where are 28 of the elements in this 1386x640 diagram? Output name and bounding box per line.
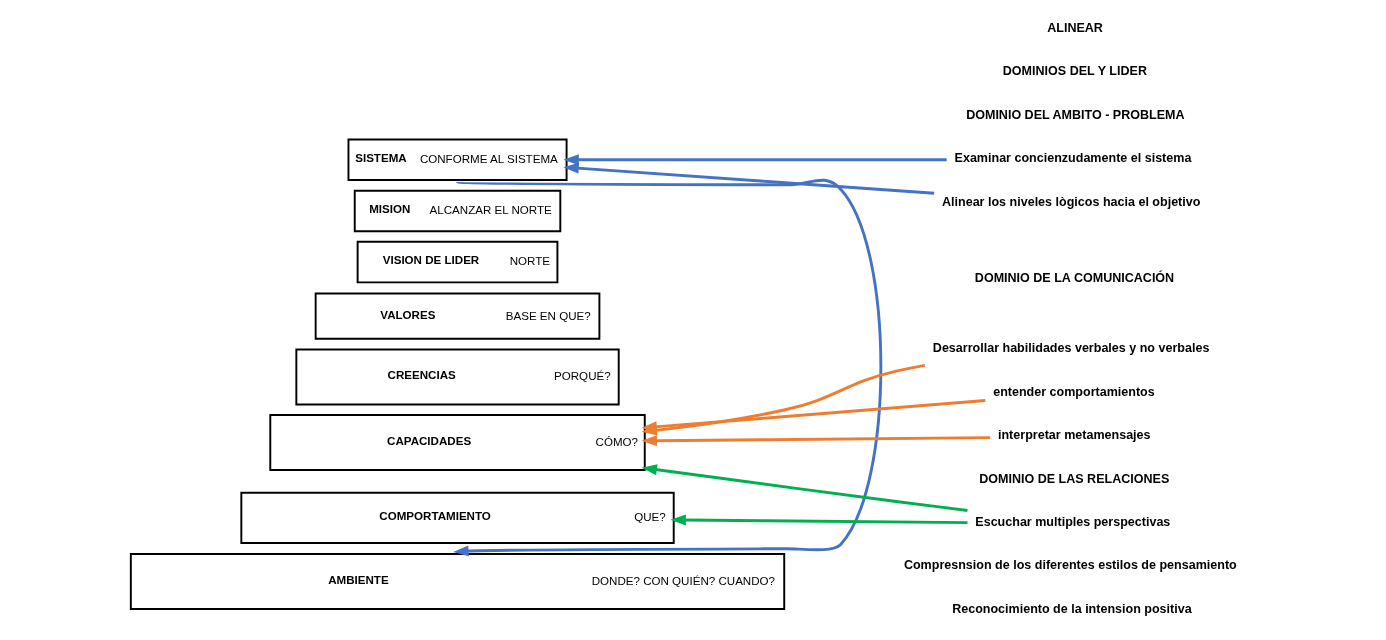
node-text: Alinear los niveles lògicos hacia el objetivo bbox=[941, 194, 1200, 209]
node-text: Desarrollar habilidades verbales y no verbales bbox=[932, 341, 1209, 356]
arrow bbox=[452, 179, 882, 557]
node-text: interpretar metamensajes bbox=[997, 428, 1151, 443]
arrow bbox=[669, 514, 967, 526]
node-text: Examinar concienzudamente el sistema bbox=[954, 151, 1191, 166]
arrow bbox=[641, 464, 968, 512]
node-box: AMBIENTE DONDE? CON QUIÉN? CUANDO? bbox=[129, 553, 785, 611]
node-text: entender comportamientos bbox=[992, 384, 1155, 399]
node-box: CAPACIDADES CÓMO? bbox=[268, 414, 646, 472]
label: DOMINIOS DEL Y LIDER bbox=[1002, 64, 1147, 79]
arrow bbox=[641, 435, 990, 447]
arrow bbox=[562, 154, 947, 166]
node-box: CREENCIAS PORQUÉ? bbox=[294, 348, 620, 406]
node-box: MISION ALCANZAR EL NORTE bbox=[353, 189, 561, 233]
node-box: COMPORTAMIENTO QUE? bbox=[239, 491, 675, 544]
label: DOMINIO DE LA COMUNICACIÓN bbox=[974, 270, 1174, 285]
label: DOMINIO DE LAS RELACIONES bbox=[978, 471, 1169, 486]
node-text: Escuchar multiples perspectivas bbox=[974, 514, 1170, 529]
label: Compresnsion de los diferentes estilos de pensamiento bbox=[903, 558, 1237, 573]
label: DOMINIO DEL AMBITO - PROBLEMA bbox=[965, 107, 1185, 122]
label: ALINEAR bbox=[1046, 20, 1103, 35]
node-box: SISTEMA CONFORME AL SISTEMA bbox=[347, 138, 568, 182]
arrow bbox=[562, 162, 934, 195]
node-box: VISION DE LIDER NORTE bbox=[356, 240, 558, 284]
arrow bbox=[640, 399, 985, 433]
label: Reconocimiento de la intension positiva bbox=[951, 601, 1192, 616]
node-box: VALORES BASE EN QUE? bbox=[314, 292, 600, 340]
